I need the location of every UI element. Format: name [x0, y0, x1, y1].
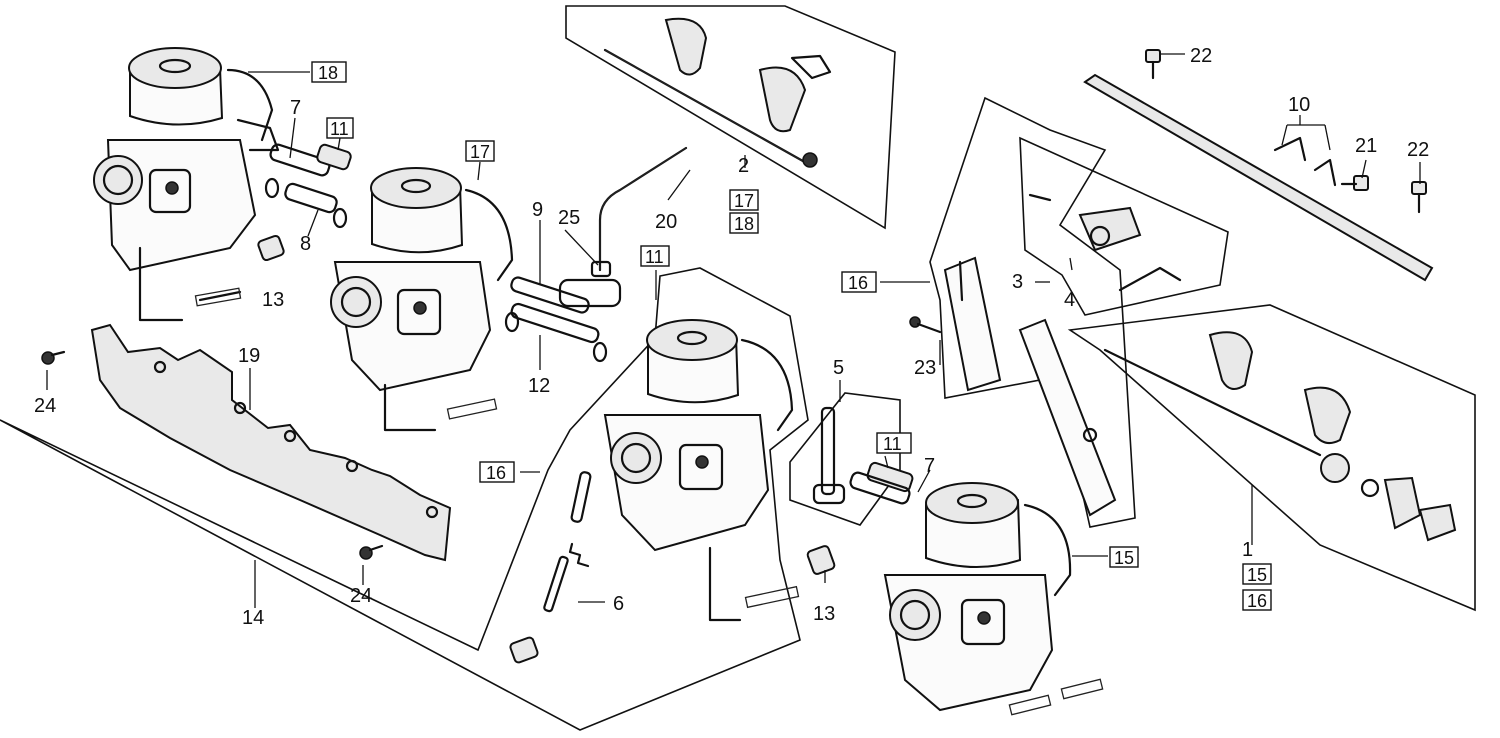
callout-8: 8 — [300, 233, 311, 255]
holder-plate-19 — [90, 323, 452, 562]
svg-text:16: 16 — [848, 273, 868, 293]
callout-9: 9 — [532, 199, 543, 221]
callout-21: 21 — [1355, 135, 1377, 157]
frame-fuel-joint-top — [565, 5, 896, 230]
callout-22b: 22 — [1407, 139, 1429, 161]
svg-text:15: 15 — [1114, 548, 1134, 568]
callout-24a: 24 — [34, 395, 56, 417]
callout-1: 1 — [1242, 539, 1253, 561]
svg-text:18: 18 — [734, 214, 754, 234]
link-parts — [943, 73, 1457, 542]
carburetor-2 — [330, 167, 514, 432]
callout-14: 14 — [242, 607, 264, 629]
callout-22a: 22 — [1190, 45, 1212, 67]
svg-text:16: 16 — [486, 463, 506, 483]
boxed-callout-18a: 18 — [311, 61, 347, 83]
frame-throttle-shaft — [1067, 304, 1476, 612]
callout-13b: 13 — [813, 603, 835, 625]
svg-text:17: 17 — [734, 191, 754, 211]
frame-main-group — [0, 267, 809, 731]
boxed-callout-11a: 11 — [326, 117, 354, 139]
boxed-callout-16c: 16 — [1242, 589, 1272, 611]
carburetor-1 — [93, 47, 280, 322]
frame-link-plate — [1019, 136, 1229, 316]
svg-text:11: 11 — [645, 247, 664, 267]
boxed-callout-16a: 16 — [479, 461, 515, 483]
callout-12: 12 — [528, 375, 550, 397]
boxed-callout-18b: 18 — [729, 212, 759, 234]
callout-7b: 7 — [924, 455, 935, 477]
svg-text:11: 11 — [883, 434, 902, 454]
boxed-callouts: 18 11 17 17 18 11 16 16 11 15 15 16 — [311, 61, 1272, 611]
boxed-callout-16b: 16 — [841, 271, 877, 293]
callout-5: 5 — [833, 357, 844, 379]
callout-23: 23 — [914, 357, 936, 379]
svg-text:11: 11 — [330, 119, 349, 139]
callout-19: 19 — [238, 345, 260, 367]
leader-lines — [46, 53, 1421, 608]
callout-numbers: 1 2 3 4 5 6 7 7 8 9 10 12 13 13 14 19 20… — [34, 45, 1429, 629]
boxed-callout-11b: 11 — [640, 245, 670, 267]
callout-6: 6 — [613, 593, 624, 615]
boxed-callout-15a: 15 — [1109, 546, 1139, 568]
boxed-callout-15b: 15 — [1242, 563, 1272, 585]
callout-7a: 7 — [290, 97, 301, 119]
svg-text:18: 18 — [318, 63, 338, 83]
callout-3: 3 — [1012, 271, 1023, 293]
callout-4: 4 — [1064, 289, 1075, 311]
callout-24b: 24 — [350, 585, 372, 607]
frame-link-bracket — [929, 96, 1136, 528]
group-frames — [0, 5, 1476, 731]
callout-13a: 13 — [262, 289, 284, 311]
callout-25: 25 — [558, 207, 580, 229]
callout-20: 20 — [655, 211, 677, 233]
callout-2: 2 — [738, 155, 749, 177]
carburetor-4 — [883, 482, 1104, 716]
fuel-joint-pipe — [603, 17, 832, 168]
callout-10: 10 — [1288, 94, 1310, 116]
boxed-callout-17a: 17 — [465, 140, 495, 162]
carburetor-3 — [603, 319, 800, 622]
svg-text:17: 17 — [470, 142, 490, 162]
svg-text:16: 16 — [1247, 591, 1267, 611]
boxed-callout-11c: 11 — [876, 432, 912, 454]
svg-text:15: 15 — [1247, 565, 1267, 585]
boxed-callout-17b: 17 — [729, 189, 759, 211]
